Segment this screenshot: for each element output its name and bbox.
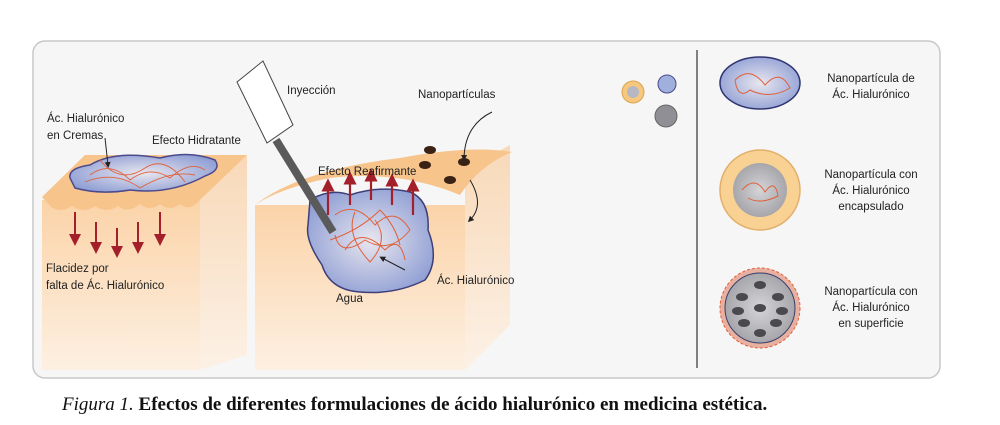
label-water: Agua — [336, 293, 363, 305]
skin-block-injection — [255, 111, 512, 370]
caption-text: Efectos de diferentes formulaciones de á… — [133, 394, 768, 415]
label-firming-effect: Efecto Reafirmante — [318, 166, 416, 178]
legend-3-line-2: Ác. Hialurónico — [832, 301, 909, 314]
skin-block-cream — [42, 137, 247, 370]
encapsulated-nanoparticle-icon — [719, 149, 801, 231]
figure-caption: Figura 1. Efectos de diferentes formulac… — [62, 394, 767, 416]
label-ha: Ác. Hialurónico — [437, 274, 514, 287]
label-ha-creams-1: Ác. Hialurónico — [47, 112, 124, 125]
legend-2-line-1: Nanopartícula con — [824, 169, 917, 181]
label-flaccidity-1: Flacidez por — [46, 263, 109, 275]
flaccidity-arrows — [69, 212, 166, 258]
label-flaccidity-2: falta de Ác. Hialurónico — [46, 279, 164, 292]
label-hydrating-effect: Efecto Hidratante — [152, 135, 241, 147]
ha-nanoparticle-icon — [719, 56, 801, 110]
legend-2-line-2: Ác. Hialurónico — [832, 184, 909, 197]
legend-3-line-1: Nanopartícula con — [824, 286, 917, 298]
label-ha-creams-2: en Cremas — [47, 130, 103, 142]
label-injection: Inyección — [287, 85, 336, 97]
water-gel — [306, 188, 434, 294]
nanoparticles-icon — [621, 74, 678, 128]
surface-nanoparticle-icon — [719, 267, 801, 349]
syringe-icon — [236, 60, 337, 235]
legend-1-line-1: Nanopartícula de — [827, 73, 915, 85]
legend-3-line-3: en superficie — [838, 318, 903, 330]
legend-2-line-3: encapsulado — [838, 201, 903, 213]
label-nanoparticles: Nanopartículas — [418, 89, 496, 101]
caption-prefix: Figura 1. — [62, 394, 134, 415]
legend-1-line-2: Ác. Hialurónico — [832, 88, 909, 101]
